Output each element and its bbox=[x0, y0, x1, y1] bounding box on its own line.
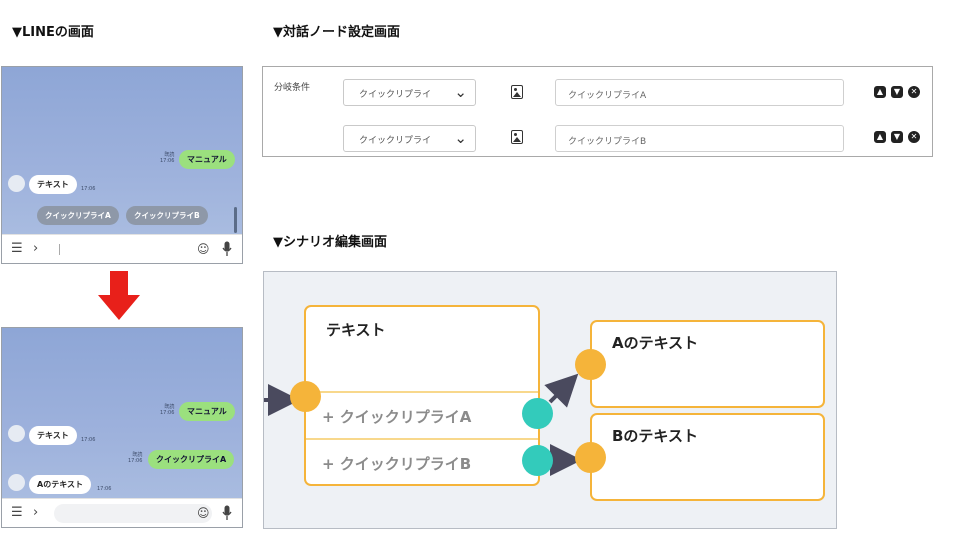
main-text-node[interactable]: テキスト + クイックリプライA + クイックリプライB bbox=[304, 305, 540, 486]
bot-message: テキスト bbox=[29, 175, 77, 194]
chat-input-bar: ☰ › ☺ bbox=[2, 498, 242, 527]
read-meta: 既読 17:06 bbox=[128, 452, 143, 464]
scenario-editor-heading: ▼シナリオ編集画面 bbox=[273, 235, 387, 250]
chat-area: 既読 17:06 マニュアル テキスト 17:06 クイックリプライA クイック… bbox=[2, 67, 242, 236]
delete-icon[interactable]: ✕ bbox=[908, 86, 920, 98]
image-icon[interactable] bbox=[511, 85, 523, 99]
image-icon[interactable] bbox=[511, 130, 523, 144]
bot-time: 17:06 bbox=[81, 186, 96, 192]
emoji-icon[interactable]: ☺ bbox=[197, 242, 210, 256]
chevron-right-icon[interactable]: › bbox=[33, 505, 39, 520]
scenario-canvas[interactable]: テキスト + クイックリプライA + クイックリプライB Aのテキスト Bのテキ… bbox=[263, 271, 837, 529]
line-chat-after: 既読 17:06 マニュアル テキスト 17:06 既読 17:06 クイックリ… bbox=[1, 327, 243, 528]
down-arrow-icon bbox=[98, 271, 140, 320]
quick-reply-row-a[interactable]: + クイックリプライA bbox=[306, 391, 538, 438]
quick-reply-label: + クイックリプライA bbox=[322, 408, 472, 426]
sent-message: マニュアル bbox=[179, 150, 235, 169]
bot-avatar bbox=[8, 425, 25, 442]
quick-reply-label: + クイックリプライB bbox=[322, 455, 472, 473]
emoji-icon[interactable]: ☺ bbox=[197, 506, 210, 520]
microphone-icon[interactable] bbox=[222, 241, 232, 257]
condition-label: 分岐条件 bbox=[274, 83, 311, 93]
node-title: Bのテキスト bbox=[612, 427, 698, 445]
delete-icon[interactable]: ✕ bbox=[908, 131, 920, 143]
move-up-icon[interactable]: ▲ bbox=[874, 131, 886, 143]
sent-message: マニュアル bbox=[179, 402, 235, 421]
menu-icon[interactable]: ☰ bbox=[11, 505, 23, 520]
microphone-icon[interactable] bbox=[222, 505, 232, 521]
node-settings-heading: ▼対話ノード設定画面 bbox=[273, 25, 400, 40]
move-down-icon[interactable]: ▼ bbox=[891, 86, 903, 98]
chat-scrollbar[interactable] bbox=[234, 207, 237, 233]
quick-reply-text-input[interactable]: クイックリプライA bbox=[555, 79, 844, 106]
quick-reply-a-output-handle[interactable] bbox=[522, 398, 553, 429]
node-title: Aのテキスト bbox=[612, 334, 699, 352]
move-up-icon[interactable]: ▲ bbox=[874, 86, 886, 98]
menu-icon[interactable]: ☰ bbox=[11, 241, 23, 256]
quick-reply-b-button[interactable]: クイックリプライB bbox=[126, 206, 208, 225]
main-node-input-handle[interactable] bbox=[290, 381, 321, 412]
read-meta: 既読 17:06 bbox=[160, 404, 175, 416]
condition-type-select[interactable]: クイックリプライ ⌄ bbox=[343, 79, 476, 106]
bot-time: 17:06 bbox=[97, 486, 112, 492]
bot-time: 17:06 bbox=[81, 437, 96, 443]
line-screen-heading: ▼LINEの画面 bbox=[12, 25, 94, 40]
node-title: テキスト bbox=[326, 321, 386, 339]
sent-quick-reply-message: クイックリプライA bbox=[148, 450, 235, 469]
chevron-down-icon: ⌄ bbox=[454, 129, 467, 147]
message-input[interactable] bbox=[54, 240, 190, 259]
quick-reply-row-b[interactable]: + クイックリプライB bbox=[306, 438, 538, 485]
bot-avatar bbox=[8, 474, 25, 491]
node-a[interactable]: Aのテキスト bbox=[590, 320, 825, 408]
condition-type-select[interactable]: クイックリプライ ⌄ bbox=[343, 125, 476, 152]
quick-reply-text-input[interactable]: クイックリプライB bbox=[555, 125, 844, 152]
read-meta: 既読 17:06 bbox=[160, 152, 175, 164]
arrow-to-a bbox=[544, 373, 579, 408]
node-b-input-handle[interactable] bbox=[575, 442, 606, 473]
chevron-down-icon: ⌄ bbox=[454, 83, 467, 101]
move-down-icon[interactable]: ▼ bbox=[891, 131, 903, 143]
chat-input-bar: ☰ › ☺ bbox=[2, 234, 242, 263]
bot-avatar bbox=[8, 175, 25, 192]
quick-reply-b-output-handle[interactable] bbox=[522, 445, 553, 476]
bot-reply-message: Aのテキスト bbox=[29, 475, 91, 494]
node-a-input-handle[interactable] bbox=[575, 349, 606, 380]
quick-reply-a-button[interactable]: クイックリプライA bbox=[37, 206, 119, 225]
node-settings-panel: 分岐条件 クイックリプライ ⌄ クイックリプライA ▲ ▼ ✕ クイックリプライ… bbox=[262, 66, 933, 157]
message-input[interactable] bbox=[54, 504, 212, 523]
bot-message: テキスト bbox=[29, 426, 77, 445]
chevron-right-icon[interactable]: › bbox=[33, 241, 39, 256]
node-b[interactable]: Bのテキスト bbox=[590, 413, 825, 501]
line-chat-before: 既読 17:06 マニュアル テキスト 17:06 クイックリプライA クイック… bbox=[1, 66, 243, 264]
chat-area: 既読 17:06 マニュアル テキスト 17:06 既読 17:06 クイックリ… bbox=[2, 328, 242, 499]
